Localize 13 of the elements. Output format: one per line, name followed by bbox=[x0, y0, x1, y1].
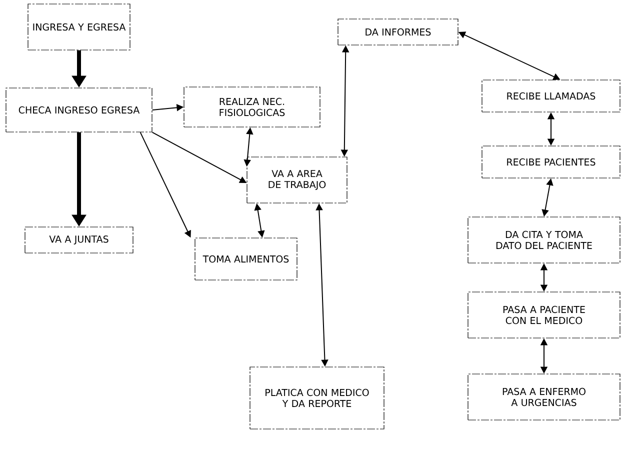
process-box: DA INFORMES bbox=[338, 18, 458, 46]
process-box: PLATICA CON MEDICO Y DA REPORTE bbox=[250, 366, 384, 430]
process-box: RECIBE PACIENTES bbox=[482, 146, 620, 178]
process-box: VA A AREA DE TRABAJO bbox=[246, 156, 348, 204]
process-box: VA A JUNTAS bbox=[24, 226, 134, 254]
process-box: PASA A PACIENTE CON EL MEDICO bbox=[468, 292, 620, 338]
process-box: PASA A ENFERMO A URGENCIAS bbox=[468, 374, 620, 420]
process-box: TOMA ALIMENTOS bbox=[194, 238, 298, 280]
process-box: RECIBE LLAMADAS bbox=[482, 80, 620, 112]
process-box: CHECA INGRESO EGRESA bbox=[6, 88, 152, 132]
process-box: INGRESA Y EGRESA bbox=[28, 4, 130, 50]
process-box: REALIZA NEC. FISIOLOGICAS bbox=[184, 86, 320, 128]
process-box: DA CITA Y TOMA DATO DEL PACIENTE bbox=[468, 216, 620, 264]
